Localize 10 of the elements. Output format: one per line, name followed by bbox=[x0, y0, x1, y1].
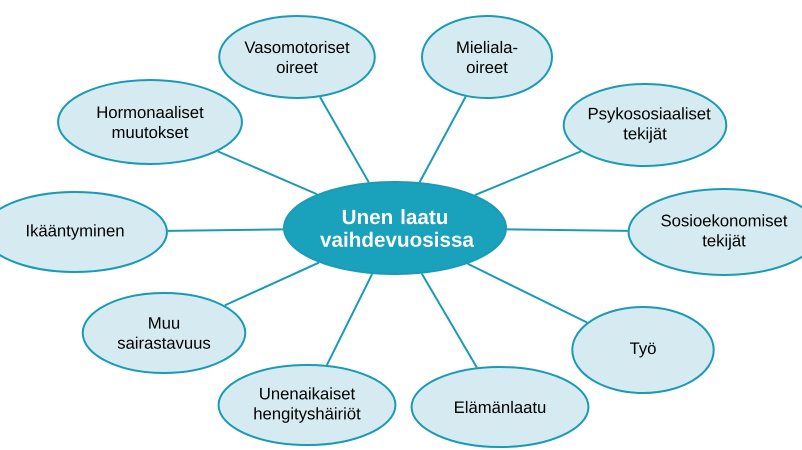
connector-line bbox=[168, 228, 284, 232]
connector-line bbox=[418, 96, 467, 183]
connector-line bbox=[506, 228, 628, 232]
connector-line bbox=[474, 150, 582, 196]
connector-line bbox=[420, 273, 478, 368]
connector-line bbox=[217, 150, 318, 196]
connector-line bbox=[467, 262, 588, 324]
connector-line bbox=[326, 274, 374, 366]
connector-line bbox=[319, 96, 370, 183]
connector-line bbox=[224, 262, 320, 306]
